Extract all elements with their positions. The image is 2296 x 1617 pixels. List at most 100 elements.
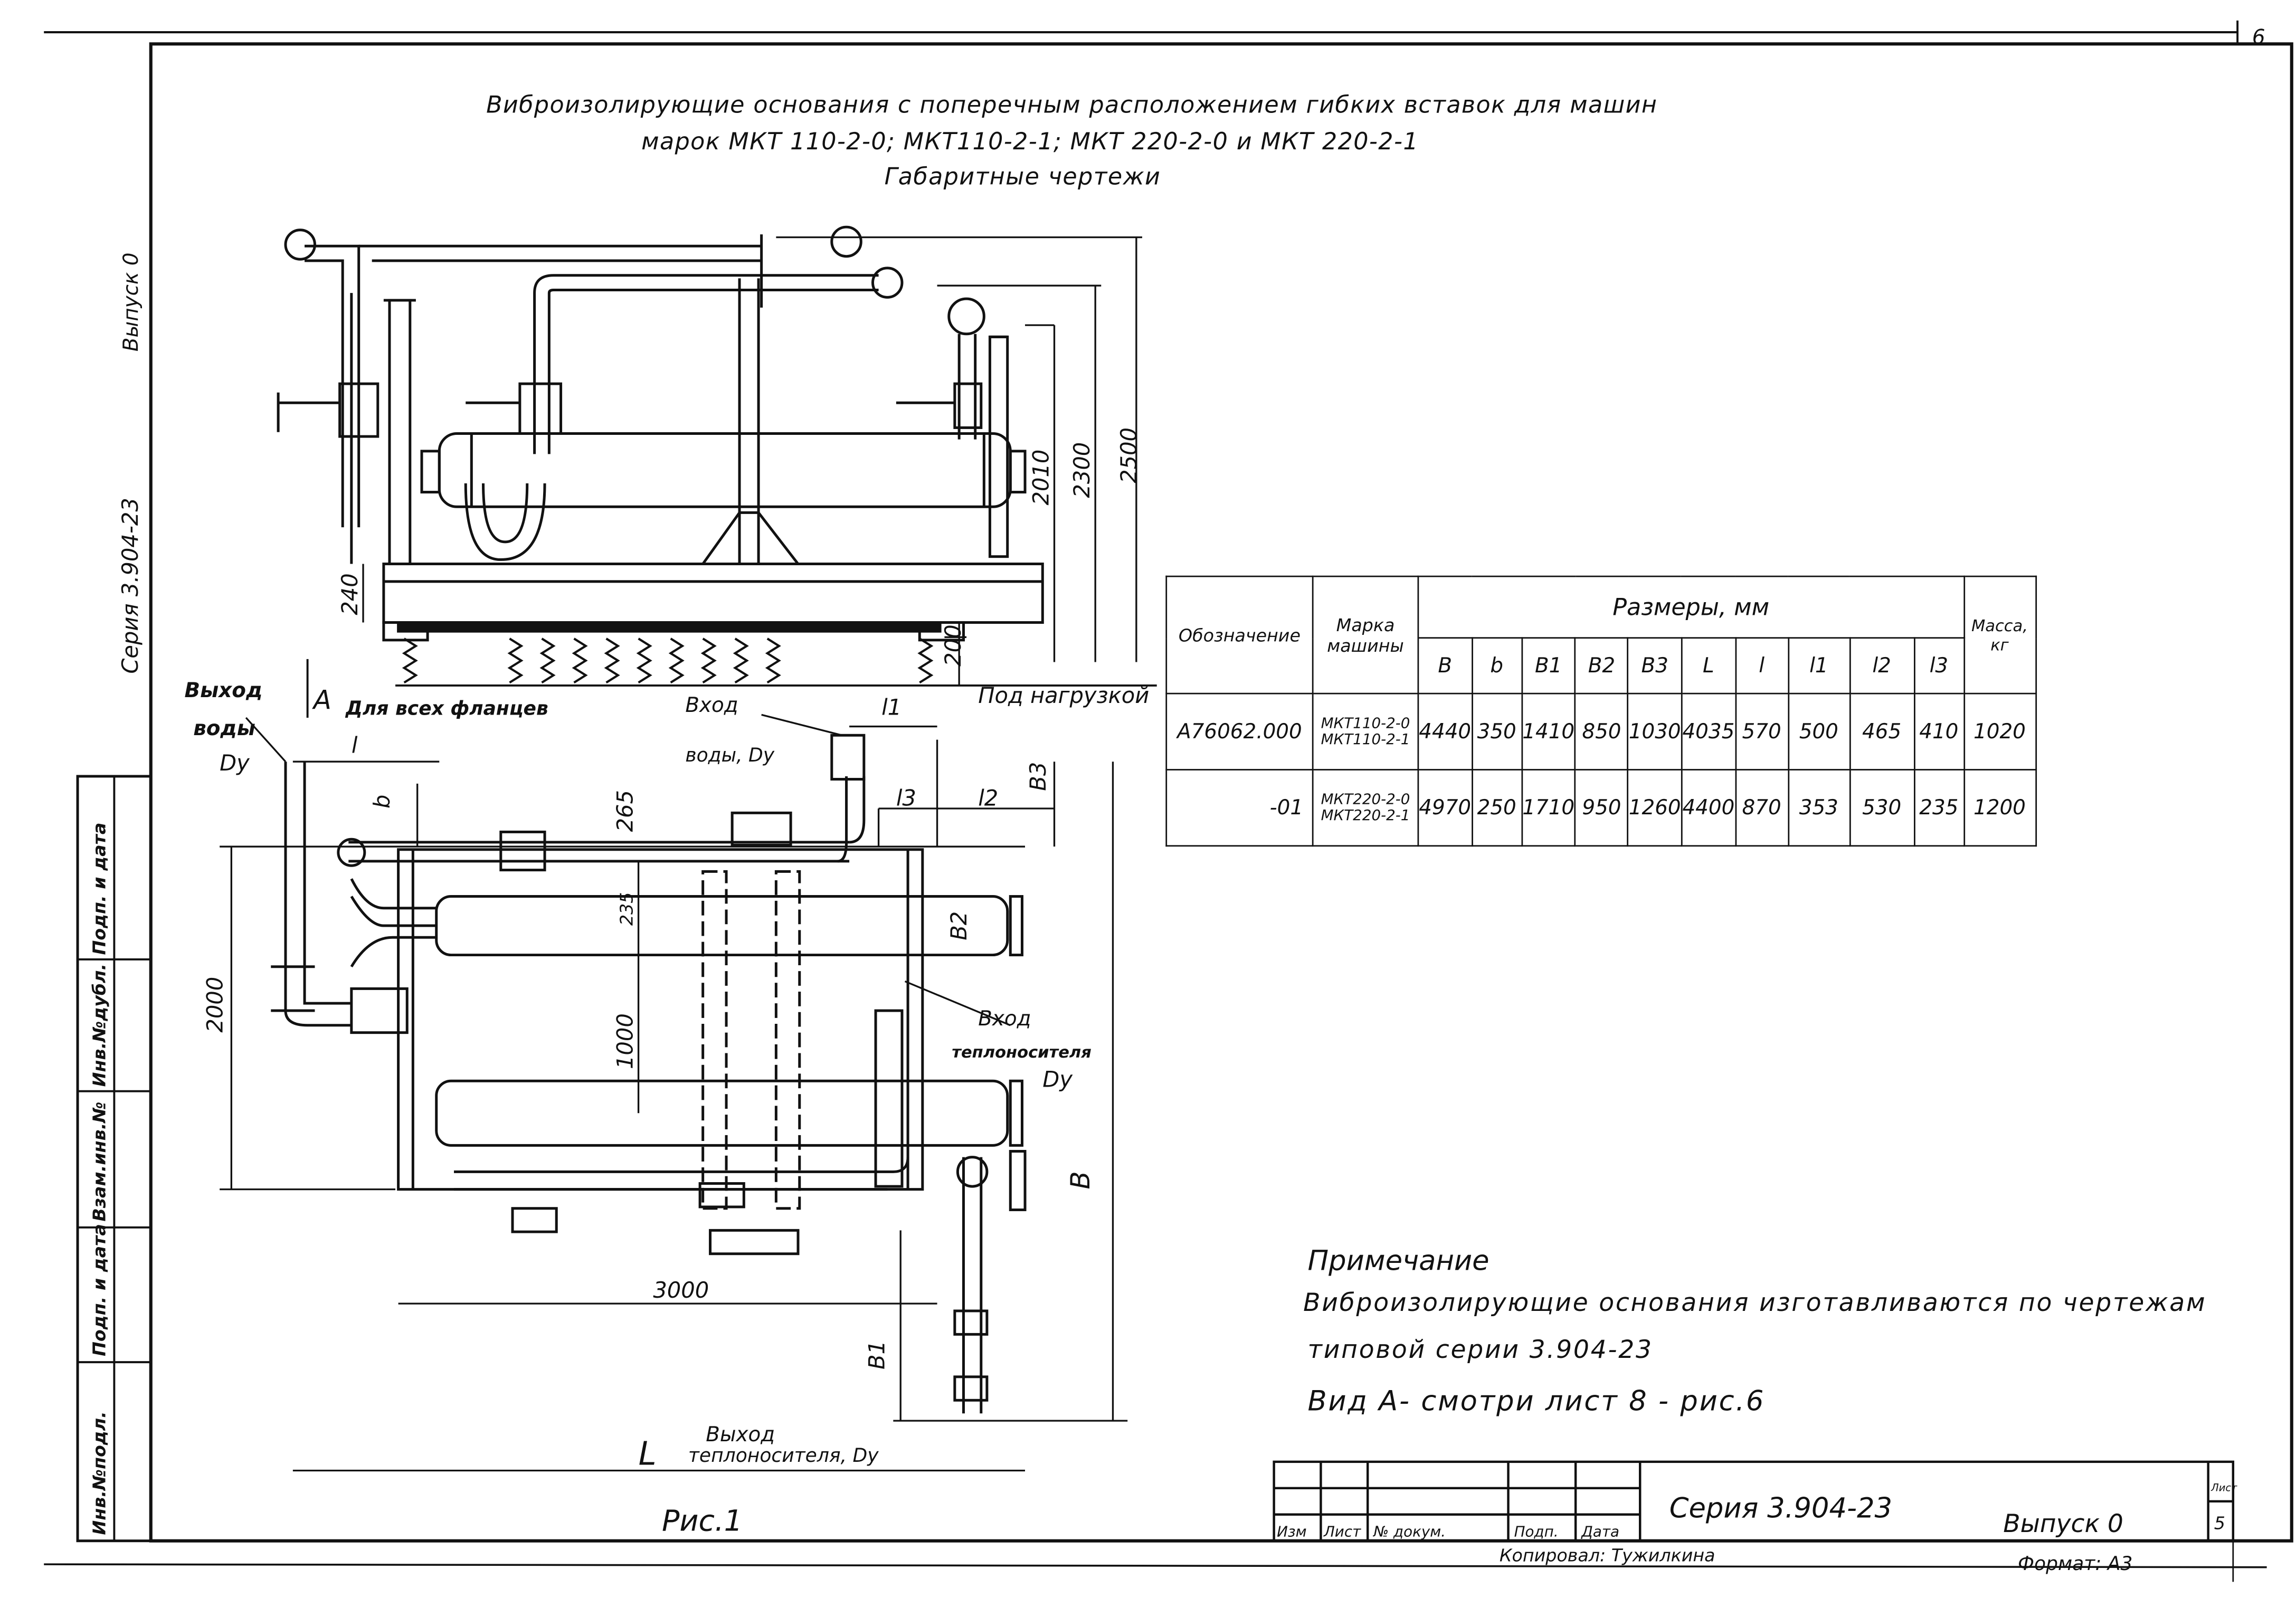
tb-col-izm: Изм [1277,1523,1306,1540]
water-in-label: Вход [685,693,738,717]
note-line-1: Виброизолирующие основания изготавливают… [1303,1289,2207,1318]
row1-B3: 1030 [1627,692,1683,771]
dim-b2: B2 [946,911,972,940]
tb-col-podp: Подп. [1514,1523,1559,1540]
row1-L: 4035 [1681,692,1737,771]
stamp-cell-4: Инв.№дубл. [89,964,110,1087]
heat-in-label-2: теплоносителя [952,1043,1092,1062]
tb-col-list: Лист [1323,1523,1361,1540]
row2-l: 870 [1734,769,1789,847]
heat-out-label-2: теплоносителя, Dy [688,1444,879,1467]
tb-format: Формат: А3 [2018,1553,2133,1575]
row2-designation: -01 [1165,769,1314,847]
row1-B1: 1410 [1521,692,1576,771]
row1-mass: 1020 [1963,692,2036,771]
th-brand: Марка машины [1312,575,1419,695]
dim-b: b [369,795,395,809]
dim-200: 200 [940,624,966,666]
tb-list-no: 5 [2214,1513,2225,1534]
th-designation: Обозначение [1165,575,1314,695]
note-heading: Примечание [1307,1245,1489,1278]
row1-l3: 410 [1913,692,1965,771]
tb-copied: Копировал: Тужилкина [1500,1545,1715,1566]
heat-in-label: Вход [978,1007,1031,1031]
row2-brand-2: МКТ220-2-1 [1321,807,1410,824]
row2-l3: 235 [1913,769,1965,847]
tb-list-label: Лист [2210,1481,2237,1494]
row2-B3: 1260 [1627,769,1683,847]
water-out-label-2: воды [193,717,255,740]
vypusk-vertical: Выпуск 0 [119,253,143,352]
plan-view [220,659,1128,1472]
dim-B1: B1 [864,1340,890,1369]
dim-2010: 2010 [1028,450,1054,506]
th-col-B3: B3 [1627,637,1683,695]
dim-3000: 3000 [653,1277,709,1303]
row2-L: 4400 [1681,769,1737,847]
dim-L: L [639,1435,657,1472]
tb-issue: Выпуск 0 [2003,1509,2123,1538]
title-block [1273,1460,2235,1542]
dim-b3: B3 [1025,762,1051,791]
dim-265: 265 [612,790,638,832]
all-flanges-label: Для всех фланцев [345,697,548,719]
water-out-label: Выход [185,679,263,702]
th-col-L: L [1681,637,1737,695]
th-col-B: В [1417,637,1473,695]
row1-l1: 500 [1787,692,1851,771]
row1-l2: 465 [1848,692,1915,771]
figure-caption: Рис.1 [662,1504,743,1538]
seriya-vertical: Серия 3.904-23 [117,498,143,674]
dim-235: 235 [616,892,637,926]
th-mass: Масса, кг [1963,575,2036,695]
th-col-l3: l3 [1913,637,1965,695]
heat-out-label: Выход [706,1423,775,1447]
th-col-l: l [1734,637,1789,695]
row1-l: 570 [1734,692,1789,771]
dim-l2: l2 [978,785,998,811]
th-col-l2: l2 [1848,637,1915,695]
row2-l2: 530 [1848,769,1915,847]
th-col-l1: l1 [1787,637,1851,695]
row2-mass: 1200 [1963,769,2036,847]
row1-designation: А76062.000 [1165,692,1314,771]
stamp-cell-5: Подп. и дата [89,823,110,955]
dim-2300: 2300 [1069,442,1095,498]
th-sizes: Размеры, мм [1417,575,1965,639]
stamp-cell-3: Взам.инв.№ [89,1102,110,1222]
th-col-B2: B2 [1574,637,1629,695]
dim-2500: 2500 [1116,427,1142,483]
dim-2000: 2000 [202,977,228,1033]
dimensions-table: Обозначение Марка машины Размеры, мм Мас… [1165,575,2036,847]
water-out-dy: Dy [220,750,250,776]
row2-l1: 353 [1787,769,1851,847]
title-line-3: Габаритные чертежи [884,163,1161,191]
dim-l1: l1 [881,694,902,720]
heat-in-dy: Dy [1042,1066,1073,1092]
row2-b: 250 [1471,769,1523,847]
front-view [277,225,1157,687]
note-line-3: Вид А- смотри лист 8 - рис.6 [1307,1385,1766,1418]
water-in-label-2: воды, Dy [685,744,774,766]
row2-brand-1: МКТ220-2-0 [1321,792,1410,808]
row1-B: 4440 [1417,692,1473,771]
th-col-b: b [1471,637,1523,695]
th-col-B1: B1 [1521,637,1576,695]
title-line-2: марок МКТ 110-2-0; МКТ110-2-1; МКТ 220-2… [641,127,1419,156]
stamp-cell-2: Подп. и дата [89,1224,110,1356]
row1-b: 350 [1471,692,1523,771]
row1-B2: 850 [1574,692,1629,771]
under-load-label: Под нагрузкой [978,682,1149,708]
stamp-cell-1: Инв.№подл. [89,1411,110,1535]
arrow-a-label: A [312,684,331,715]
tb-series: Серия 3.904-23 [1669,1492,1892,1524]
dim-B: B [1065,1171,1096,1189]
page-corner-number: 6 [2252,25,2265,49]
row2-B: 4970 [1417,769,1473,847]
tb-col-doc: № докум. [1372,1523,1446,1540]
tb-col-date: Дата [1580,1523,1619,1540]
row2-B2: 950 [1574,769,1629,847]
row1-brand-1: МКТ110-2-0 [1321,715,1410,732]
